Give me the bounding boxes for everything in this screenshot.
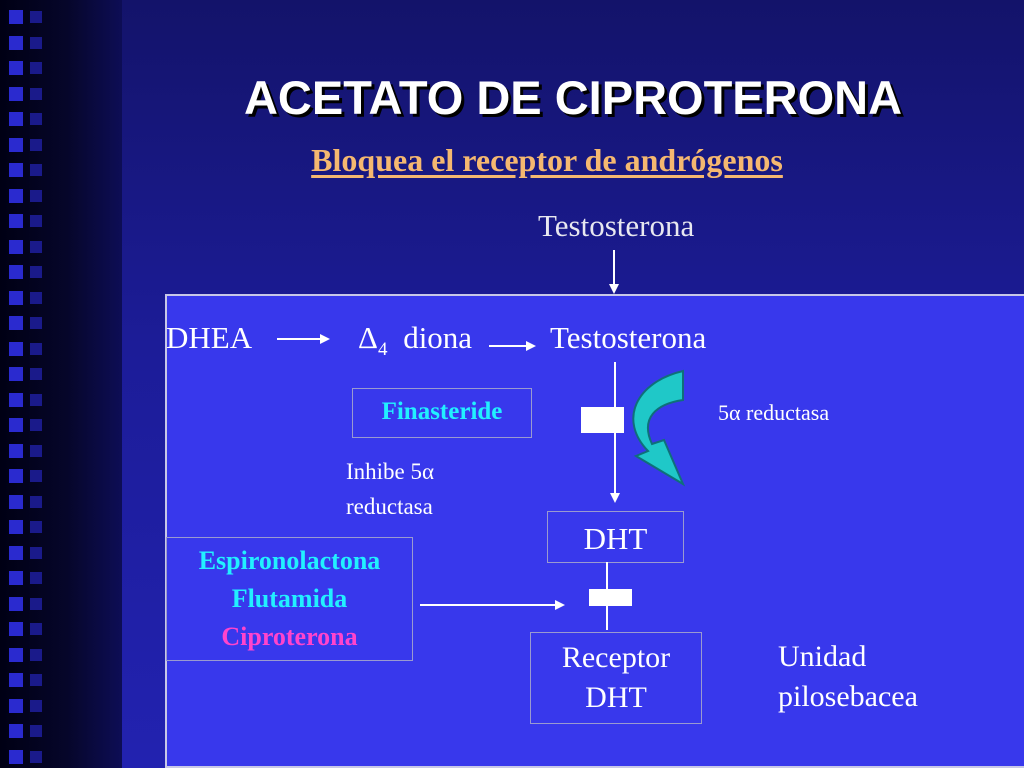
decorative-square-small	[30, 495, 42, 508]
unidad-line2: pilosebacea	[778, 680, 918, 713]
drug-ciproterona: Ciproterona	[221, 622, 358, 651]
decorative-square-small	[30, 342, 42, 355]
decorative-square-small	[30, 62, 42, 74]
decorative-square	[9, 622, 23, 636]
decorative-square-small	[30, 113, 42, 125]
decorative-square	[9, 137, 23, 152]
decorative-square	[9, 35, 23, 50]
diagram-panel	[165, 294, 1024, 768]
drug-flutamida: Flutamida	[231, 584, 348, 613]
decorative-square-small	[30, 674, 42, 686]
decorative-square	[9, 418, 23, 432]
decorative-square	[9, 494, 23, 509]
label-dhea: DHEA	[166, 320, 253, 355]
decorative-square-small	[30, 597, 42, 610]
decorative-square	[9, 112, 23, 126]
decorative-square	[9, 469, 23, 483]
decorative-square-small	[30, 368, 42, 380]
label-testosterona-top: Testosterona	[538, 208, 695, 243]
decorative-square-small	[30, 393, 42, 406]
decorative-square-small	[30, 317, 42, 329]
decorative-square	[9, 367, 23, 381]
decorative-square-small	[30, 546, 42, 559]
delta-symbol: Δ	[358, 320, 378, 355]
decorative-square-small	[30, 623, 42, 635]
decorative-square-small	[30, 266, 42, 278]
decorative-square	[9, 545, 23, 560]
decorative-square	[9, 239, 23, 254]
decorative-square	[9, 86, 23, 101]
decorative-square-small	[30, 240, 42, 253]
decorative-square	[9, 290, 23, 305]
delta-subscript: 4	[377, 339, 388, 361]
decorative-square	[9, 673, 23, 687]
label-delta4-diona: Δ4 diona	[358, 320, 472, 361]
decorative-square-small	[30, 138, 42, 151]
decorative-square-small	[30, 648, 42, 661]
decorative-square-small	[30, 291, 42, 304]
finasteride-box: Finasteride	[352, 388, 532, 438]
curved-reductasa-arrow	[632, 369, 686, 487]
decorative-square	[9, 520, 23, 534]
slide-title: ACETATO DE CIPROTERONA	[243, 71, 903, 124]
decorative-square-small	[30, 521, 42, 533]
decorative-square-small	[30, 215, 42, 227]
decorative-square	[9, 61, 23, 75]
receptor-line2: DHT	[585, 681, 647, 714]
decorative-square	[9, 341, 23, 356]
finasteride-label: Finasteride	[381, 398, 503, 425]
blocker-receptor	[589, 589, 632, 606]
label-inhibe-line1: Inhibe 5α	[346, 459, 435, 484]
receptor-dht-box: Receptor DHT	[530, 632, 702, 724]
drugs-box: Espironolactona Flutamida Ciproterona	[166, 537, 413, 661]
decorative-square	[9, 596, 23, 611]
diona-text: diona	[403, 320, 473, 355]
receptor-line1: Receptor	[561, 641, 671, 674]
decorative-left-strip	[0, 0, 122, 768]
blocker-5a-reductasa	[581, 407, 624, 433]
decorative-square	[9, 724, 23, 738]
decorative-square-small	[30, 164, 42, 176]
decorative-square	[9, 10, 23, 24]
decorative-square	[9, 571, 23, 585]
slide-subtitle: Bloquea el receptor de andrógenos	[311, 142, 783, 178]
decorative-square	[9, 749, 23, 764]
decorative-square	[9, 214, 23, 228]
decorative-square-small	[30, 572, 42, 584]
drug-espironolactona: Espironolactona	[198, 546, 381, 575]
label-testosterona: Testosterona	[550, 320, 707, 355]
decorative-square	[9, 647, 23, 662]
decorative-square	[9, 443, 23, 458]
decorative-square	[9, 265, 23, 279]
decorative-square-small	[30, 725, 42, 737]
decorative-square-small	[30, 699, 42, 712]
decorative-square-small	[30, 11, 42, 23]
label-5a-reductasa: 5α reductasa	[718, 400, 830, 425]
decorative-square	[9, 163, 23, 177]
dht-box: DHT	[547, 511, 684, 563]
decorative-square	[9, 392, 23, 407]
decorative-square-small	[30, 470, 42, 482]
decorative-square-small	[30, 419, 42, 431]
decorative-square-small	[30, 750, 42, 763]
decorative-square	[9, 698, 23, 713]
dht-label: DHT	[583, 521, 648, 556]
label-inhibe-line2: reductasa	[346, 494, 433, 519]
decorative-square-small	[30, 36, 42, 49]
decorative-square-small	[30, 189, 42, 202]
decorative-square-small	[30, 87, 42, 100]
decorative-square-small	[30, 444, 42, 457]
decorative-square	[9, 188, 23, 203]
decorative-square	[9, 316, 23, 330]
unidad-line1: Unidad	[778, 640, 867, 673]
